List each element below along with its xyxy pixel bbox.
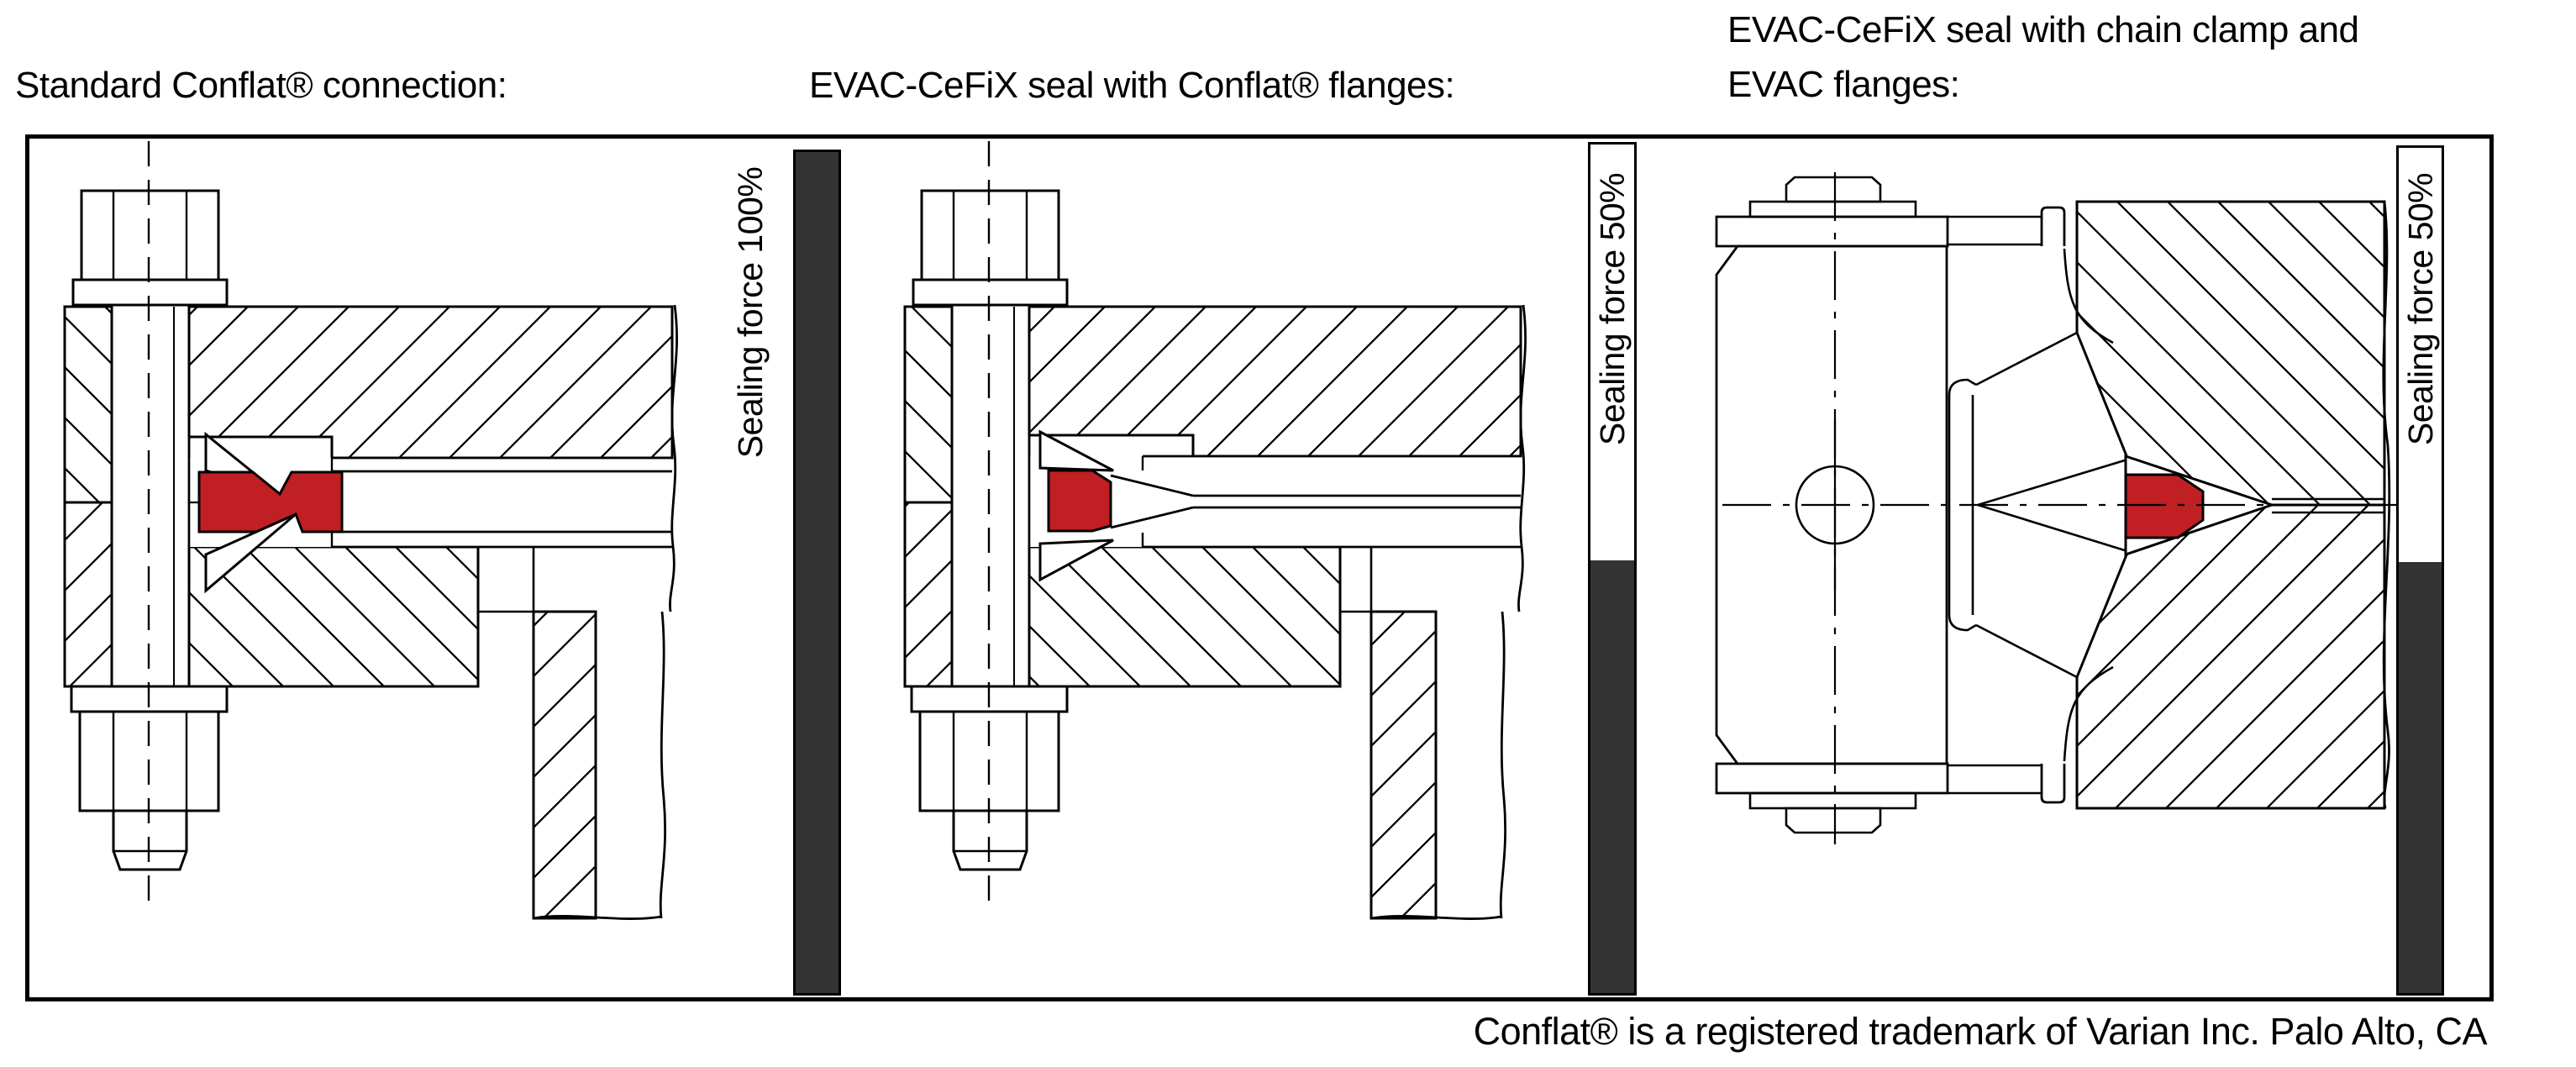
diagram-frame [25, 134, 2494, 1001]
bar-label-sealing-force-50-a: Sealing force 50% [1593, 172, 1632, 446]
bar-fill [1590, 560, 1634, 993]
panel-title-evac-cefix-conflat: EVAC-CeFiX seal with Conflat® flanges: [809, 65, 1455, 106]
panel-title-evac-cefix-chain-clamp: EVAC-CeFiX seal with chain clamp and EVA… [1727, 9, 2359, 105]
bar-fill [796, 152, 839, 993]
sealing-force-bar-standard [793, 150, 841, 996]
bar-label-sealing-force-50-b: Sealing force 50% [2401, 172, 2440, 446]
bar-label-sealing-force-100: Sealing force 100% [731, 166, 770, 459]
sealing-force-bar-evac-cefix [2396, 145, 2444, 996]
bar-fill [2399, 561, 2442, 993]
trademark-note: Conflat® is a registered trademark of Va… [1473, 1010, 2488, 1053]
sealing-force-bar-conflat-cefix [1588, 142, 1637, 996]
panel-title-standard-conflat: Standard Conflat® connection: [15, 65, 507, 106]
